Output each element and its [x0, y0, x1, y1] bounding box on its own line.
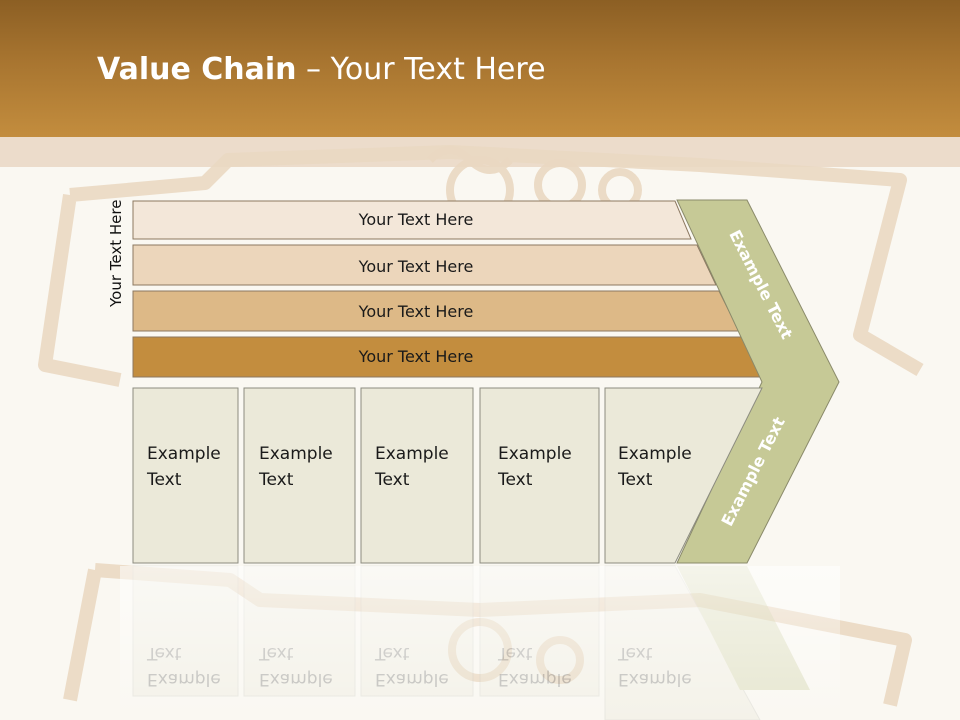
primary-box-2	[243, 387, 356, 564]
title-bold: Value Chain	[97, 52, 297, 87]
primary-box-3	[360, 387, 474, 564]
support-bar-1	[132, 200, 692, 240]
primary-box-3-line2: Text	[374, 470, 410, 490]
primary-box-4-line2: Text	[497, 470, 533, 490]
header-banner	[0, 0, 960, 137]
primary-box-5-line2: Text	[617, 470, 653, 490]
support-bar-3-label: Your Text Here	[358, 302, 474, 321]
side-axis-label: Your Text Here	[107, 199, 125, 307]
primary-box-2-line2: Text	[258, 470, 294, 490]
primary-box-1	[132, 387, 239, 564]
support-bar-2-label: Your Text Here	[358, 257, 474, 276]
support-bar-2	[132, 244, 717, 286]
reflection-fade	[120, 566, 840, 720]
primary-box-1-line1: Example	[147, 444, 221, 464]
title-rest: – Your Text Here	[296, 52, 546, 87]
support-bars: Your Text Here Your Text Here Your Text …	[132, 200, 764, 378]
primary-boxes: Example Text Example Text Example Text E…	[132, 387, 763, 564]
primary-box-5	[604, 387, 763, 564]
slide-title: Value Chain – Your Text Here	[97, 52, 546, 87]
primary-box-4	[479, 387, 600, 564]
primary-box-2-line1: Example	[259, 444, 333, 464]
primary-box-3-line1: Example	[375, 444, 449, 464]
primary-box-4-line1: Example	[498, 444, 572, 464]
support-bar-1-label: Your Text Here	[358, 210, 474, 229]
primary-box-1-line2: Text	[146, 470, 182, 490]
support-bar-4-label: Your Text Here	[358, 347, 474, 366]
margin-arrow	[676, 199, 840, 564]
primary-box-5-line1: Example	[618, 444, 692, 464]
